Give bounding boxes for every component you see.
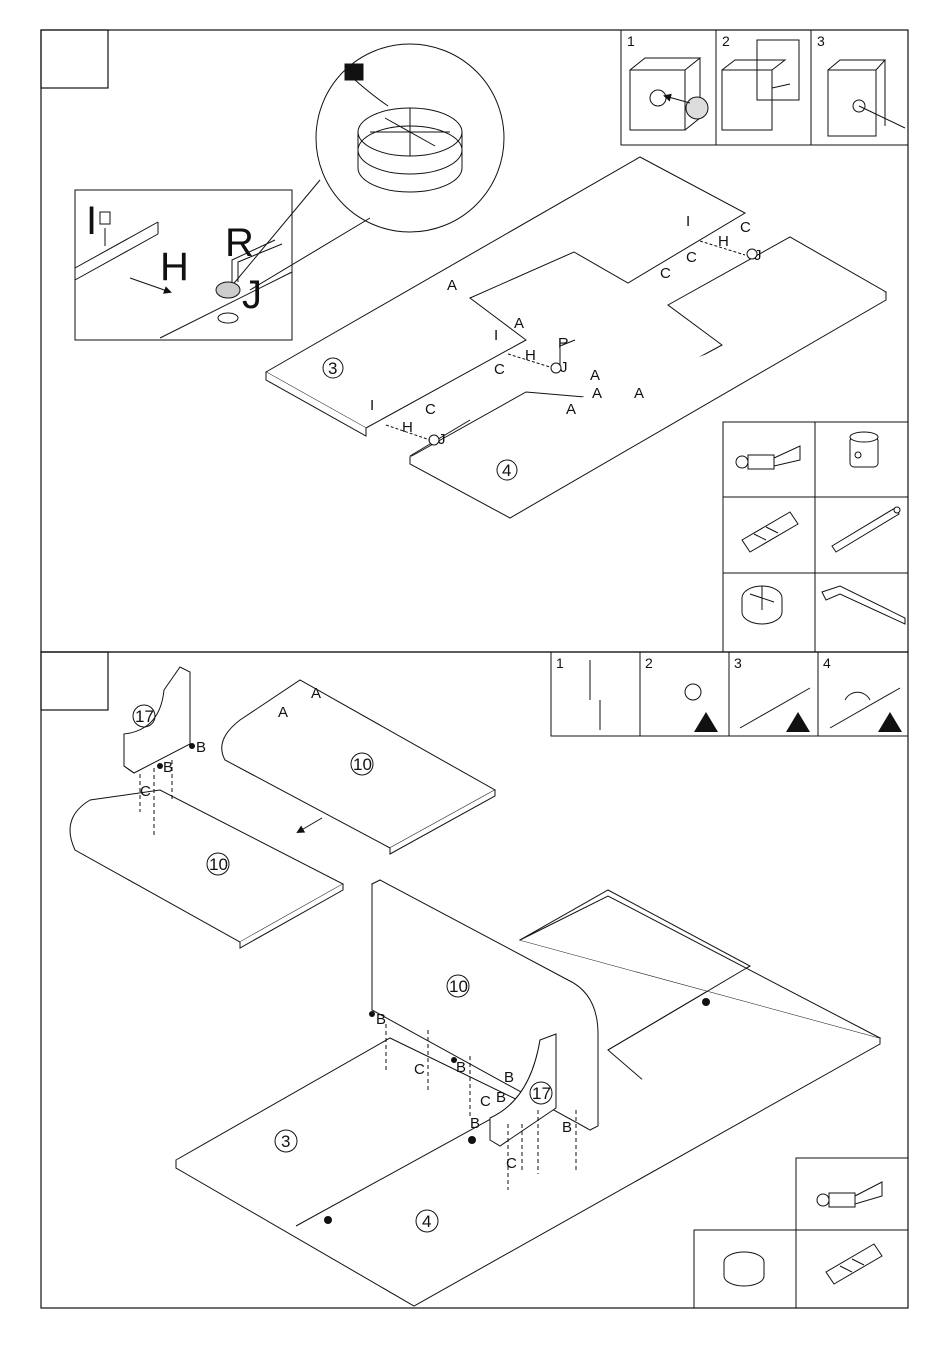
move-arrow <box>298 818 322 832</box>
shelf-panel-left <box>70 790 343 948</box>
s2-label-C2: C <box>414 1061 425 1078</box>
step2-number-box <box>41 652 108 710</box>
s2-label-B5: B <box>504 1069 514 1086</box>
s2-label-B2: B <box>163 759 173 776</box>
desk-top-panels <box>266 157 886 518</box>
hw-label-A2: A <box>514 315 524 332</box>
hw-label-A6: A <box>566 401 576 418</box>
warning-icon <box>694 712 902 732</box>
s2-label-B3: B <box>376 1011 386 1028</box>
cam-step-2: 2 <box>722 33 730 49</box>
wooden-dowel-icon <box>742 512 798 552</box>
hw-label-H2: H <box>525 347 536 364</box>
hw-label-A5: A <box>634 385 644 402</box>
s2-label-B1: B <box>196 739 206 756</box>
install-instruction-strip <box>551 652 908 736</box>
part-number-10-top: 10 <box>353 755 372 774</box>
part-number-17: 17 <box>135 707 154 726</box>
hw-label-A1: A <box>447 277 457 294</box>
inset-label-J: J <box>242 273 262 317</box>
cam-instruction-strip <box>621 30 908 145</box>
hw-label-C3: C <box>660 265 671 282</box>
s2-label-C3: C <box>480 1093 491 1110</box>
install-step-4: 4 <box>823 655 831 671</box>
cam-bolt-icon <box>736 446 800 469</box>
part-number-3-step2: 3 <box>281 1132 290 1151</box>
hw-label-A3: A <box>590 367 600 384</box>
step1-number-box <box>41 30 108 88</box>
wooden-dowel-icon <box>826 1244 882 1284</box>
s2-label-C1: C <box>140 783 151 800</box>
hw-label-C4: C <box>494 361 505 378</box>
hw-label-I2: I <box>494 327 498 344</box>
connector-bolt-icon <box>832 507 900 552</box>
hw-label-C1: C <box>740 219 751 236</box>
cam-step-1: 1 <box>627 33 635 49</box>
cam-bolt-icon <box>817 1182 882 1207</box>
part-number-10-upright: 10 <box>449 977 468 996</box>
cam-lock-icon <box>724 1252 764 1286</box>
s2-label-B4: B <box>456 1059 466 1076</box>
s2-label-A1: A <box>311 685 321 702</box>
part-number-10-left: 10 <box>209 855 228 874</box>
hw-label-I3: I <box>370 397 374 414</box>
part-number-4-step2: 4 <box>422 1212 431 1231</box>
install-step-1: 1 <box>556 655 564 671</box>
step2-hardware-grid <box>694 1158 908 1308</box>
allen-key-icon <box>822 586 905 624</box>
hw-label-C5: C <box>425 401 436 418</box>
part-number-4: 4 <box>502 461 511 480</box>
s2-label-C4: C <box>506 1155 517 1172</box>
install-step-2: 2 <box>645 655 653 671</box>
install-step-3: 3 <box>734 655 742 671</box>
inset-label-R: R <box>225 221 254 265</box>
part-number-3: 3 <box>328 359 337 378</box>
cam-nut-icon <box>850 432 878 467</box>
part-number-17-lower: 17 <box>532 1084 551 1103</box>
inset-label-I: I <box>86 199 97 243</box>
s2-label-B7: B <box>470 1115 480 1132</box>
s2-label-B8: B <box>562 1119 572 1136</box>
s2-label-B6: B <box>496 1089 506 1106</box>
hw-label-C2: C <box>686 249 697 266</box>
cam-lock-zoom-circle <box>230 44 504 290</box>
cam-lock-icon <box>742 586 782 624</box>
hw-label-A4: A <box>592 385 602 402</box>
inset-label-H: H <box>160 245 189 289</box>
hw-label-I1: I <box>686 213 690 230</box>
cam-step-3: 3 <box>817 33 825 49</box>
s2-label-A2: A <box>278 704 288 721</box>
